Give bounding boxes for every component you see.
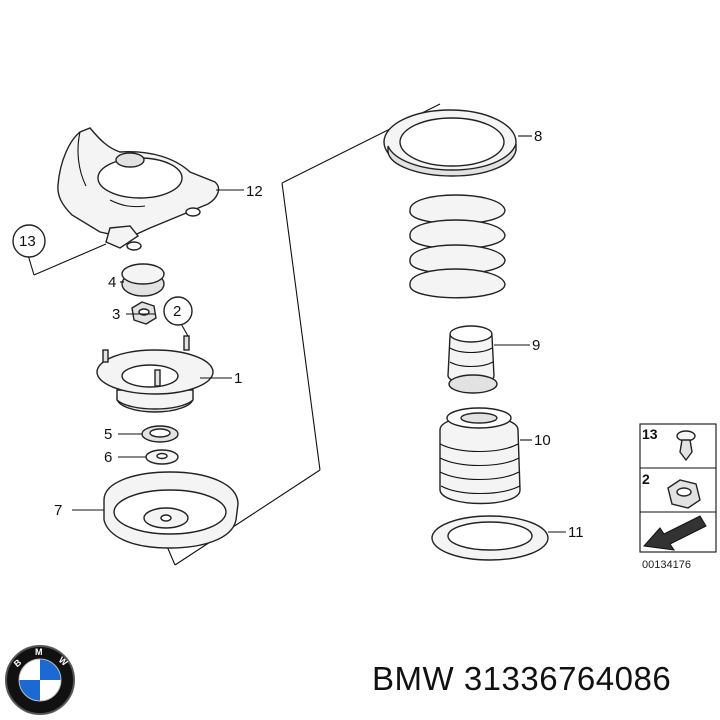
callout-5: 5 (104, 426, 112, 443)
part-1-strut-mount (96, 335, 214, 413)
callout-6: 6 (104, 449, 112, 466)
logo-letter-m: M (35, 647, 43, 657)
part-7-spring-seat (103, 471, 239, 549)
callout-3: 3 (112, 306, 120, 323)
callout-10: 10 (534, 432, 551, 449)
callout-13: 13 (19, 233, 36, 250)
part-3-nut (131, 301, 157, 325)
legend-arrow-icon (643, 515, 707, 551)
part-9-bump-stop (447, 325, 498, 394)
part-6-washer (145, 449, 179, 465)
leader-lines (27, 135, 566, 533)
part-4-cap (121, 263, 165, 297)
part-10-dust-boot (439, 407, 521, 505)
fastener-legend: 13 2 (639, 423, 717, 553)
callout-13-circle (12, 224, 46, 258)
callout-labels: 1 2 3 4 5 6 7 8 9 10 11 12 13 (12, 128, 584, 541)
part-12-strut-tower-cover (57, 127, 220, 239)
callout-8: 8 (534, 128, 542, 145)
legend-2-nut-icon (667, 479, 701, 509)
diagram-code: 00134176 (642, 559, 691, 571)
callout-2: 2 (173, 303, 181, 320)
callout-11: 11 (568, 524, 584, 541)
part-number-text: BMW 31336764086 (372, 660, 672, 697)
bmw-roundel-icon: B M W (5, 645, 75, 715)
callout-7: 7 (54, 502, 62, 519)
callout-9: 9 (532, 337, 540, 354)
legend-2-label: 2 (642, 471, 650, 487)
callout-4: 4 (108, 274, 116, 291)
part-8-upper-spring-pad (383, 109, 517, 177)
callout-2-circle (163, 296, 193, 326)
callout-12: 12 (246, 183, 263, 200)
part-13-clip (105, 225, 142, 251)
assembly-bracket-lines (159, 103, 441, 566)
legend-13-clip-icon (676, 430, 696, 462)
part-5-ring (141, 425, 179, 443)
callout-1: 1 (234, 370, 242, 387)
logo-letter-b: B (12, 657, 24, 669)
coil-spring (409, 194, 506, 299)
legend-13-label: 13 (642, 426, 658, 442)
part-11-lower-spring-pad (431, 515, 549, 561)
